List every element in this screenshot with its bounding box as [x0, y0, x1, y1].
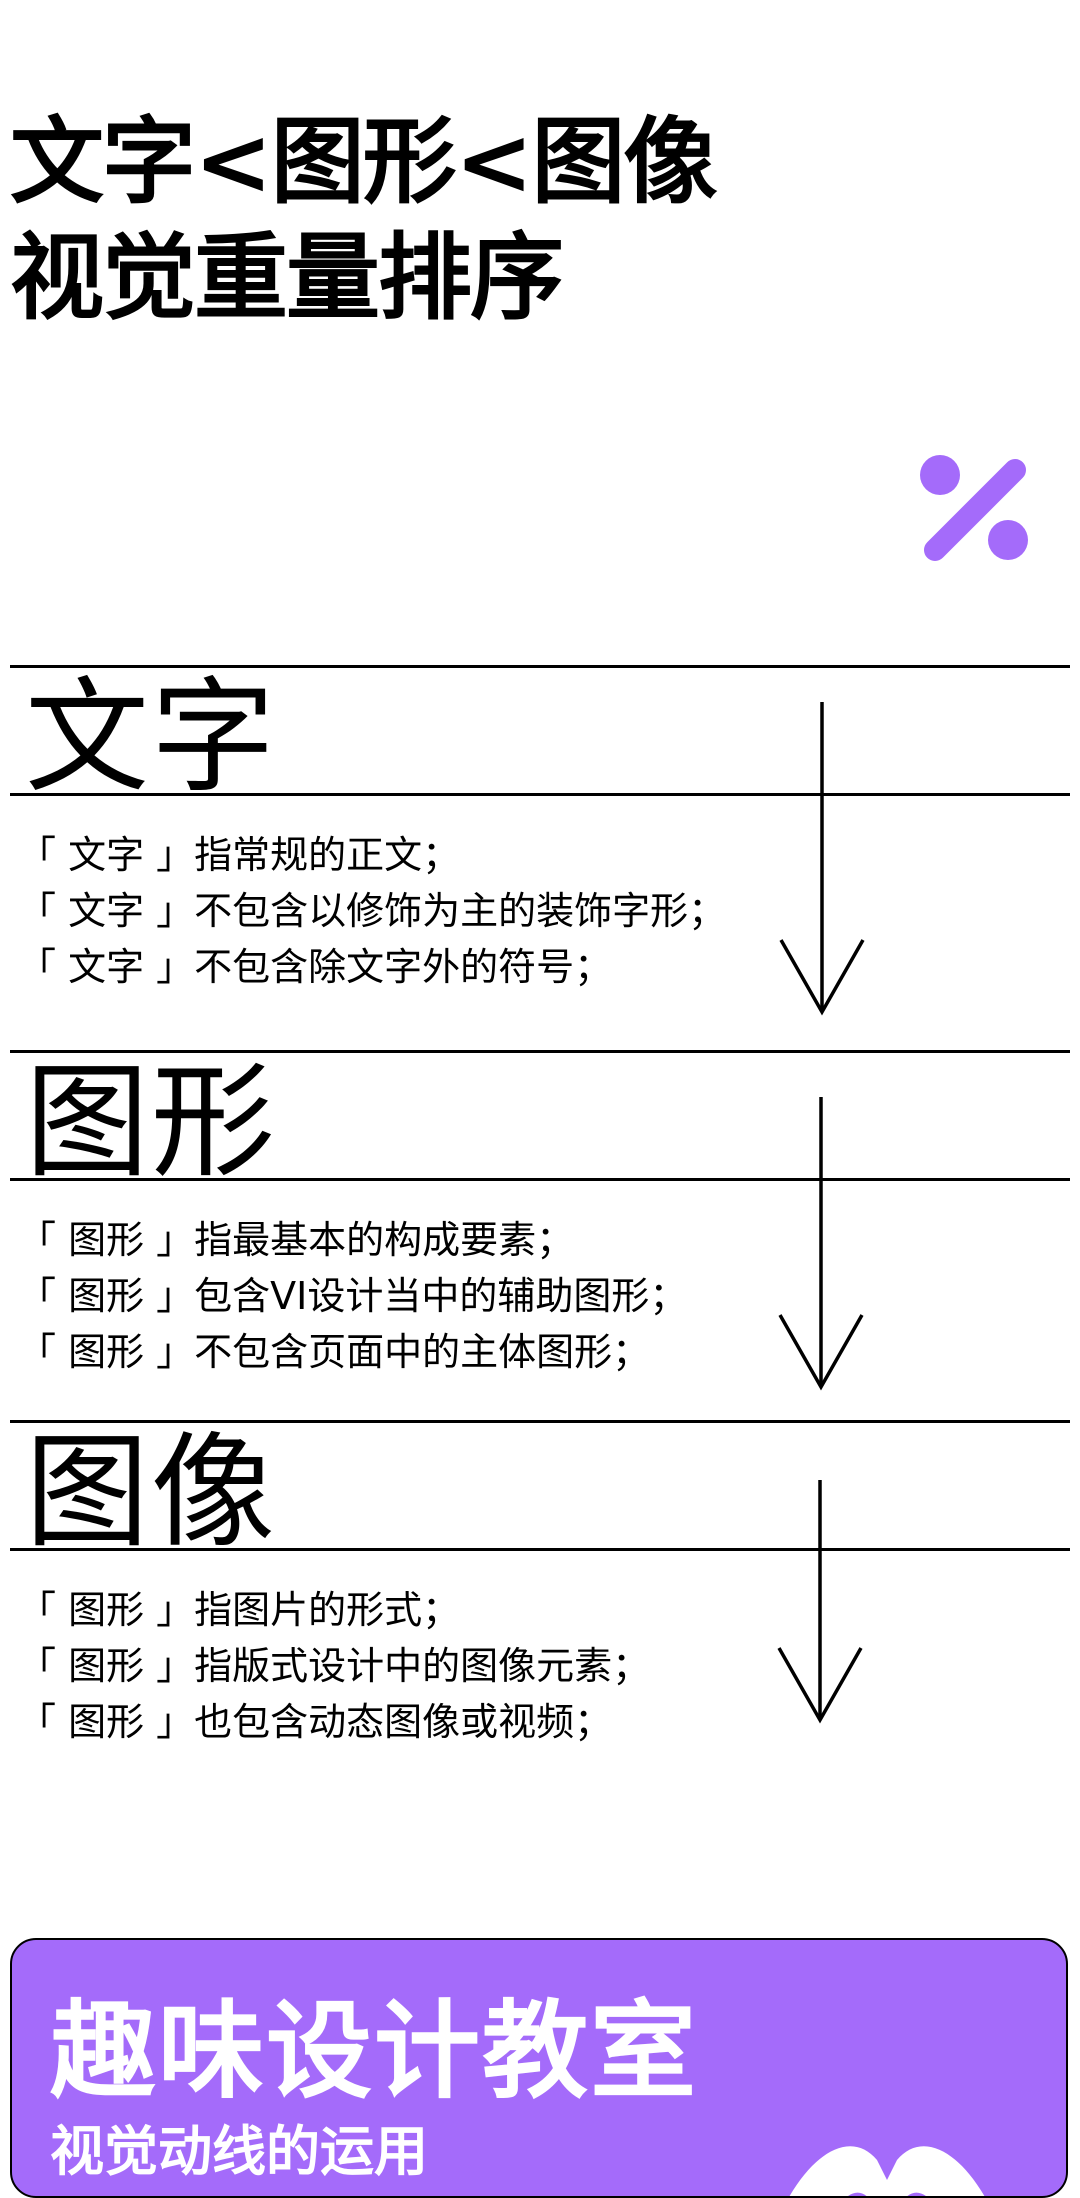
- logo-mark: [789, 2146, 985, 2196]
- section-title-text: 文字: [25, 666, 278, 810]
- description-line: 「 图形 」指版式设计中的图像元素；: [18, 1644, 651, 1688]
- description-line: 「 文字 」不包含除文字外的符号；: [18, 945, 613, 989]
- description-line: 「 图形 」不包含页面中的主体图形；: [18, 1330, 651, 1374]
- description-line: 「 文字 」指常规的正文；: [18, 833, 461, 877]
- page-title-line-1: 文字<图形<图像: [10, 108, 718, 217]
- description-line: 「 图形 」包含VI设计当中的辅助图形；: [18, 1274, 688, 1318]
- section-title-graphic: 图形: [25, 1051, 278, 1195]
- description-line: 「 图形 」指图片的形式；: [18, 1588, 461, 1632]
- card-subtitle: 视觉动线的运用: [50, 2120, 428, 2183]
- section-description-text: 「 文字 」指常规的正文； 「 文字 」不包含以修饰为主的装饰字形； 「 文字 …: [18, 827, 726, 995]
- section-title-image: 图像: [25, 1421, 278, 1565]
- description-line: 「 图形 」指最基本的构成要素；: [18, 1218, 575, 1262]
- arrow-down-icon: [777, 1480, 863, 1724]
- section-description-graphic: 「 图形 」指最基本的构成要素； 「 图形 」包含VI设计当中的辅助图形； 「 …: [18, 1212, 687, 1380]
- page-title-line-2: 视觉重量排序: [10, 224, 564, 333]
- description-line: 「 文字 」不包含以修饰为主的装饰字形；: [18, 889, 727, 933]
- section-divider-bottom: [10, 1178, 1070, 1181]
- section-divider-bottom: [10, 793, 1070, 796]
- arrow-down-icon: [778, 1097, 864, 1391]
- brand-card: 趣味设计教室 视觉动线的运用: [10, 1938, 1068, 2198]
- section-divider-top: [10, 665, 1070, 668]
- description-line: 「 图形 」也包含动态图像或视频；: [18, 1700, 613, 1744]
- card-title: 趣味设计教室: [50, 1990, 698, 2113]
- section-description-image: 「 图形 」指图片的形式； 「 图形 」指版式设计中的图像元素； 「 图形 」也…: [18, 1582, 650, 1750]
- arrow-down-icon: [779, 702, 865, 1016]
- section-divider-bottom: [10, 1548, 1070, 1551]
- section-divider-top: [10, 1050, 1070, 1053]
- section-divider-top: [10, 1420, 1070, 1423]
- percent-icon: [920, 455, 1028, 561]
- page-title: 文字<图形<图像 视觉重量排序: [10, 105, 718, 337]
